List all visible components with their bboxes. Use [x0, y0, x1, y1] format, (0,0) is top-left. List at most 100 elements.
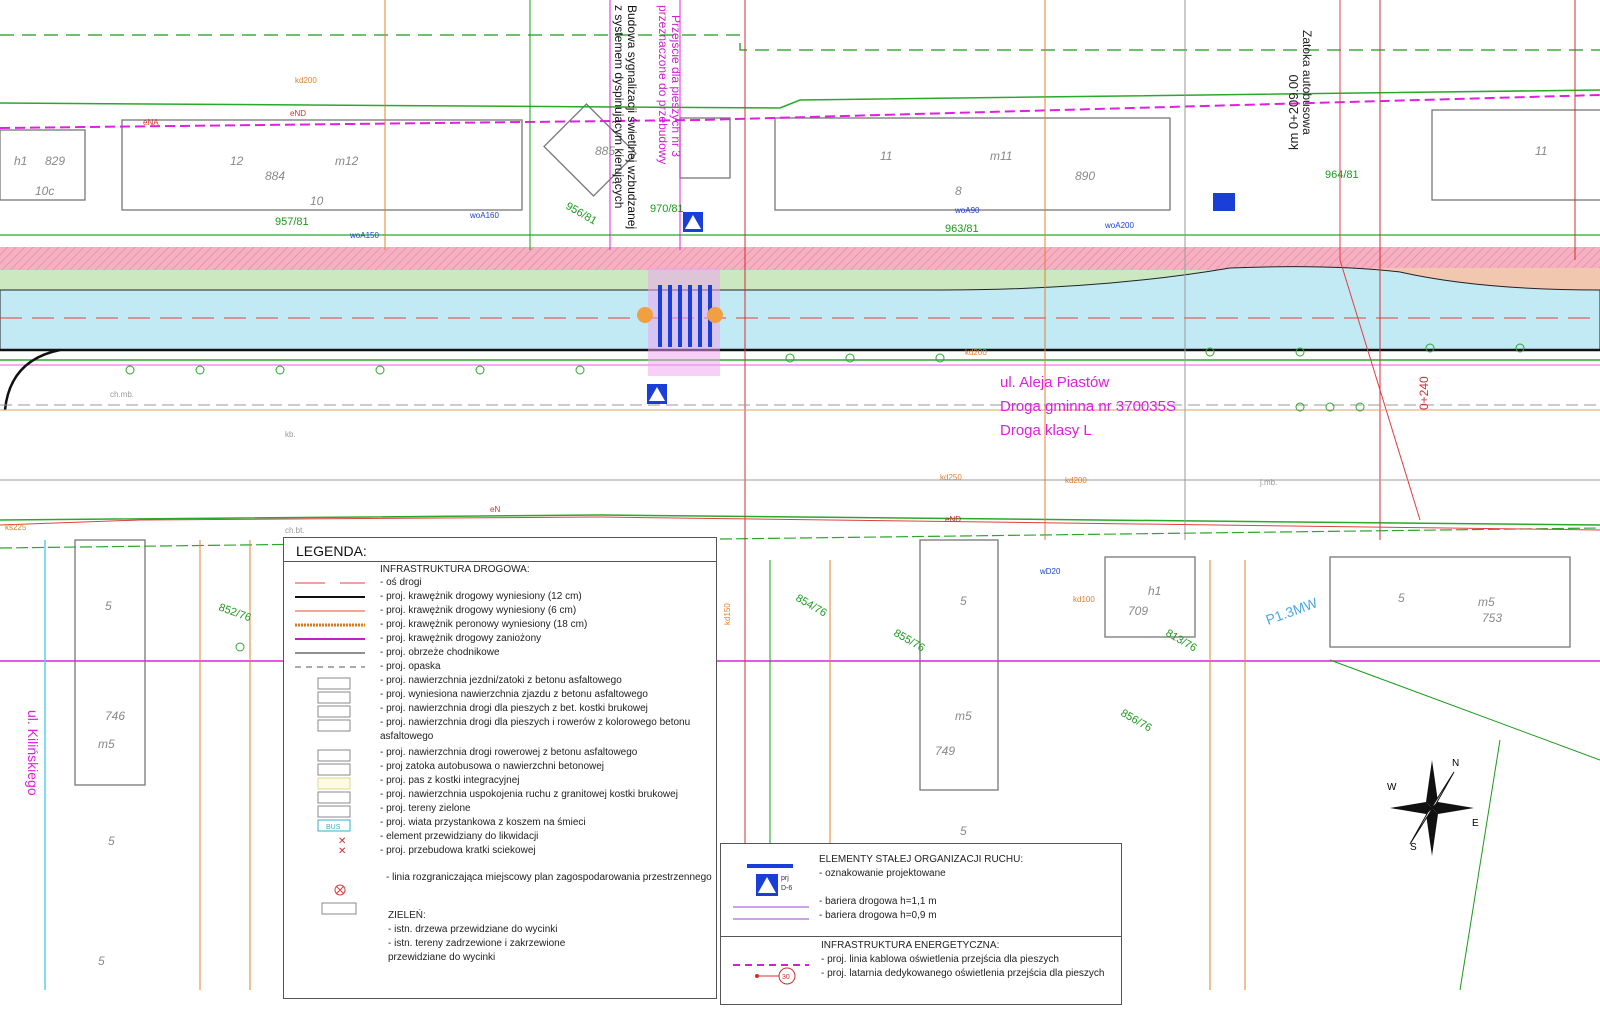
legend-section-org: ELEMENTY STAŁEJ ORGANIZACJI RUCHU: — [819, 854, 1024, 865]
svg-text:m5: m5 — [955, 709, 972, 723]
signal-note: Budowa sygnalizacji świetlnej wzbudzanej — [625, 5, 639, 229]
svg-text:829: 829 — [45, 154, 65, 168]
svg-text:12: 12 — [230, 154, 244, 168]
svg-text:N: N — [1452, 758, 1459, 769]
boundary-dashed-line — [0, 34, 1600, 51]
svg-text:woA160: woA160 — [469, 211, 499, 220]
north-arrow-icon: N E S W — [1387, 758, 1479, 856]
street-left-label: ul. Kilińskiego — [25, 710, 41, 796]
svg-text:prj: prj — [781, 875, 789, 882]
svg-text:j.mb.: j.mb. — [1259, 478, 1277, 487]
legend-item: - proj. krawężnik drogowy wyniesiony (6 … — [380, 605, 577, 616]
crossing-note: przeznaczone do przebudowy — [656, 5, 670, 164]
svg-text:m12: m12 — [335, 154, 359, 168]
svg-text:woA200: woA200 — [1104, 221, 1134, 230]
svg-text:eND: eND — [290, 109, 306, 118]
legend-item: - oznakowanie projektowane — [819, 868, 946, 879]
legend-item: asfaltowego — [380, 731, 434, 742]
svg-text:W: W — [1387, 782, 1397, 793]
svg-text:kd250: kd250 — [940, 473, 962, 482]
svg-text:ch.mb.: ch.mb. — [110, 390, 134, 399]
svg-text:m11: m11 — [990, 149, 1012, 163]
svg-text:ks225: ks225 — [5, 523, 27, 532]
legend-item: - proj. wyniesiona nawierzchnia zjazdu z… — [380, 689, 648, 700]
parcel-number: 970/81 — [650, 203, 684, 215]
svg-text:S: S — [1410, 842, 1417, 853]
utility-labels: kd200 woA90 woA150 woA160 woA200 eND eNA… — [5, 76, 1134, 625]
svg-text:10: 10 — [310, 194, 324, 208]
svg-text:5: 5 — [108, 834, 115, 848]
pedestrian-crossing — [637, 268, 723, 376]
svg-text:h1: h1 — [1148, 584, 1161, 598]
svg-text:753: 753 — [1482, 611, 1502, 625]
legend-boundary-line: - linia rozgraniczająca miejscowy plan z… — [386, 872, 712, 883]
legend-item: - proj. nawierzchnia uspokojenia ruchu z… — [380, 789, 678, 800]
parcel-number: 852/76 — [217, 602, 253, 625]
svg-text:h1: h1 — [14, 154, 27, 168]
legend-item: - proj. pas z kostki integracyjnej — [380, 775, 520, 786]
parcel-number: 813/76 — [1164, 627, 1199, 654]
legend-item: - proj zatoka autobusowa o nawierzchni b… — [380, 761, 605, 772]
chainage-label: km 0+209.00 — [1286, 74, 1301, 150]
svg-text:ch.bt.: ch.bt. — [285, 526, 305, 535]
svg-text:m5: m5 — [98, 737, 115, 751]
chainage-2-label: 0+240 — [1417, 376, 1431, 410]
svg-text:woA150: woA150 — [349, 231, 379, 240]
legend-symbols: BUS ✕✕ — [295, 582, 365, 857]
legend-item: - bariera drogowa h=0,9 m — [819, 910, 937, 921]
legend-title: LEGENDA: — [284, 538, 716, 562]
parcel-number: 855/76 — [892, 627, 927, 654]
svg-text:kb.: kb. — [285, 430, 296, 439]
legend-section-road: INFRASTRUKTURA DROGOWA: — [380, 564, 530, 575]
planned-cable-line — [0, 94, 1600, 129]
svg-text:5: 5 — [960, 824, 967, 838]
legend-item: - proj. wiata przystankowa z koszem na ś… — [380, 817, 586, 828]
legend-item: - element przewidziany do likwidacji — [380, 831, 539, 842]
svg-text:5: 5 — [105, 599, 112, 613]
svg-text:kd150: kd150 — [723, 603, 732, 625]
svg-text:11: 11 — [1535, 144, 1547, 158]
svg-text:30: 30 — [782, 974, 790, 981]
bus-bay-label: Zatoka autobusowa — [1300, 30, 1314, 135]
svg-text:884: 884 — [265, 169, 285, 183]
trees — [125, 343, 1525, 652]
legend-item: - proj. linia kablowa oświetlenia przejś… — [821, 954, 1059, 965]
svg-text:eN: eN — [490, 505, 500, 514]
legend-item: - proj. nawierzchnia drogi dla pieszych … — [380, 703, 648, 714]
legend-item: przewidziane do wycinki — [388, 952, 496, 963]
legend-green-symbols — [321, 884, 357, 915]
legend-panel: LEGENDA: INFRASTRUKTURA DROGOWA: BUS ✕✕ … — [283, 537, 717, 999]
legend-item: - oś drogi — [380, 577, 422, 588]
legend-section-energy: INFRASTRUKTURA ENERGETYCZNA: — [821, 940, 1000, 951]
road-number: Droga gminna nr 370035S — [1000, 398, 1176, 415]
legend-item: - proj. krawężnik drogowy zaniożony — [380, 633, 542, 644]
crossing-note: Przejście dla pieszych nr 3 — [669, 15, 683, 157]
legend-item: - proj. nawierzchnia drogi dla pieszych … — [380, 717, 691, 728]
svg-text:wD20: wD20 — [1039, 567, 1061, 576]
parcel-number: 854/76 — [794, 592, 829, 619]
road-name: ul. Aleja Piastów — [1000, 374, 1109, 391]
svg-text:eND: eND — [945, 515, 961, 524]
misc-labels: ch.bt. ch.mb. kb. j.mb. — [110, 390, 1277, 535]
parcel-number: 964/81 — [1325, 169, 1359, 181]
svg-text:5: 5 — [1398, 591, 1405, 605]
legend-item: - proj. latarnia dedykowanego oświetleni… — [821, 968, 1105, 979]
svg-text:eNA: eNA — [143, 118, 159, 127]
svg-text:kd200: kd200 — [295, 76, 317, 85]
svg-text:10c: 10c — [35, 184, 54, 198]
legend-item: - istn. tereny zadrzewione i zakrzewione — [388, 938, 566, 949]
svg-text:E: E — [1472, 818, 1479, 829]
svg-text:m5: m5 — [1478, 595, 1495, 609]
legend-item: - proj. nawierzchnia jezdni/zatoki z bet… — [380, 675, 622, 686]
legend-item: - proj. krawężnik drogowy wyniesiony (12… — [380, 591, 582, 602]
zone-label: P1.3MW — [1264, 594, 1321, 628]
svg-text:11: 11 — [880, 149, 892, 163]
svg-text:746: 746 — [105, 709, 125, 723]
legend-item: - proj. tereny zielone — [380, 803, 471, 814]
legend-item: - proj. nawierzchnia drogi rowerowej z b… — [380, 747, 638, 758]
legend-item: - proj. opaska — [380, 661, 441, 672]
legend-item: - istn. drzewa przewidziane do wycinki — [388, 924, 558, 935]
